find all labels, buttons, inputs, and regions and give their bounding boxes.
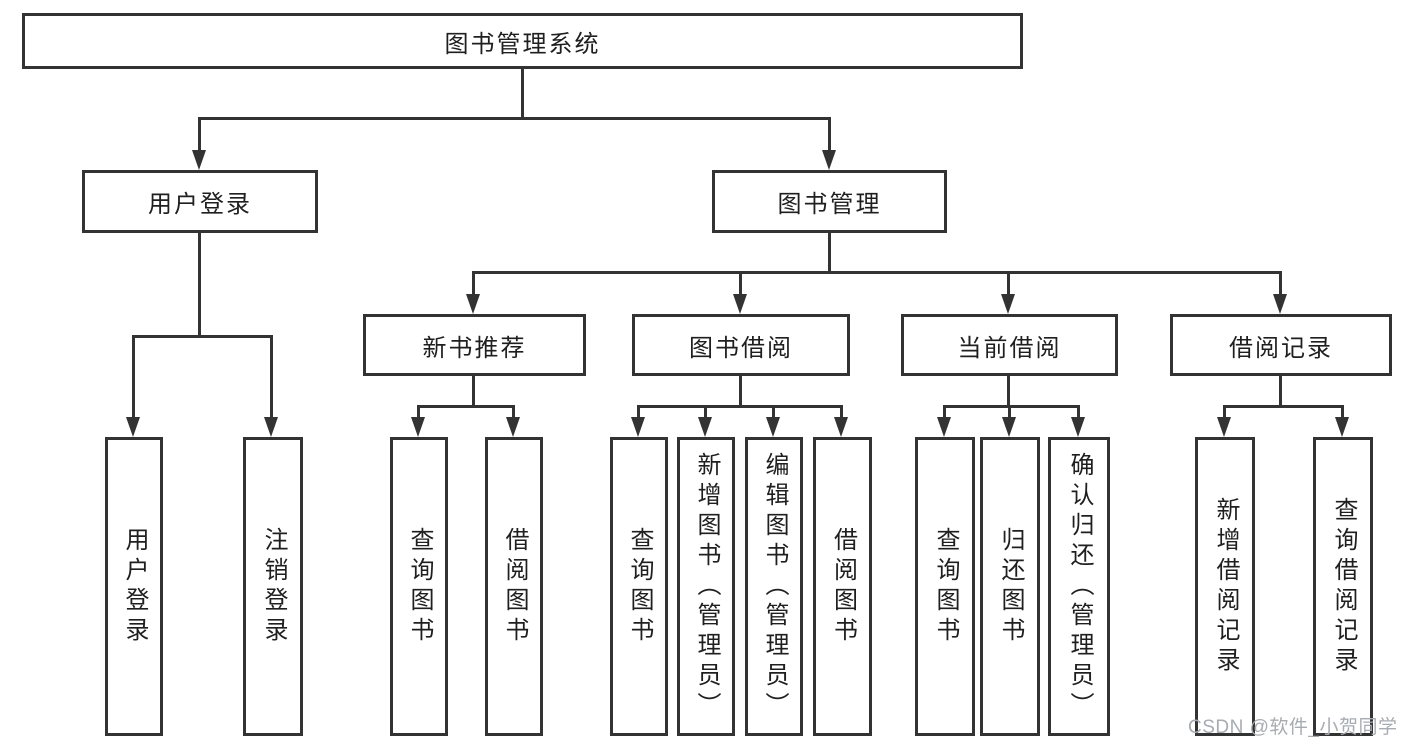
node-book-borrow-label: 图书借阅 xyxy=(689,334,793,362)
connector-line-v xyxy=(739,376,742,407)
node-new-book-recommend-label: 新书推荐 xyxy=(422,334,527,362)
leaf-borrow-books-borrow-label: 借阅图书 xyxy=(829,526,857,647)
arrowhead-down-icon xyxy=(411,417,425,437)
arrowhead-down-icon xyxy=(822,150,836,170)
arrowhead-down-icon xyxy=(1335,417,1349,437)
connector-line-v xyxy=(1341,405,1344,419)
leaf-user-login-label: 用户登录 xyxy=(121,526,148,647)
connector-line-v xyxy=(1007,271,1010,296)
connector-line-h xyxy=(132,335,273,338)
arrowhead-down-icon xyxy=(1002,417,1016,437)
node-borrow-record: 借阅记录 xyxy=(1170,314,1392,376)
node-library-system: 图书管理系统 xyxy=(22,13,1023,69)
leaf-add-book-admin-label: 新增图书（管理员） xyxy=(693,451,720,722)
arrowhead-down-icon xyxy=(766,417,780,437)
connector-line-v xyxy=(943,405,946,419)
connector-line-v xyxy=(198,117,201,152)
connector-line-v xyxy=(472,271,475,296)
node-user-login: 用户登录 xyxy=(82,170,318,233)
connector-line-v xyxy=(840,405,843,419)
arrowhead-down-icon xyxy=(466,294,480,314)
arrowhead-down-icon xyxy=(1001,294,1015,314)
connector-line-v xyxy=(637,405,640,419)
arrowhead-down-icon xyxy=(192,150,206,170)
arrowhead-down-icon xyxy=(937,417,951,437)
leaf-logout: 注销登录 xyxy=(243,437,303,736)
node-new-book-recommend: 新书推荐 xyxy=(363,314,586,376)
leaf-query-books-current-label: 查询图书 xyxy=(932,526,959,647)
connector-line-v xyxy=(772,405,775,419)
connector-line-h xyxy=(1223,405,1343,408)
connector-line-h xyxy=(198,117,831,120)
node-book-management-label: 图书管理 xyxy=(777,191,882,218)
leaf-query-books-recommend-label: 查询图书 xyxy=(406,526,433,647)
node-book-borrow: 图书借阅 xyxy=(632,314,850,376)
connector-line-v xyxy=(198,233,201,337)
leaf-query-books-recommend: 查询图书 xyxy=(390,437,448,736)
leaf-add-book-admin: 新增图书（管理员） xyxy=(677,437,735,736)
leaf-user-login: 用户登录 xyxy=(105,437,163,736)
arrowhead-down-icon xyxy=(698,417,712,437)
arrowhead-down-icon xyxy=(126,417,140,437)
connector-line-v xyxy=(270,335,273,419)
leaf-add-borrow-record: 新增借阅记录 xyxy=(1195,437,1255,736)
leaf-confirm-return-admin-label: 确认归还（管理员） xyxy=(1066,451,1093,722)
leaf-query-books-current: 查询图书 xyxy=(915,437,975,736)
connector-line-v xyxy=(704,405,707,419)
leaf-borrow-books-recommend-label: 借阅图书 xyxy=(501,526,528,647)
node-book-management: 图书管理 xyxy=(712,170,947,233)
csdn-watermark: CSDN @软件_小贺同学 xyxy=(1188,717,1398,738)
connector-line-h xyxy=(637,405,843,408)
arrowhead-down-icon xyxy=(1071,417,1085,437)
arrowhead-down-icon xyxy=(506,417,520,437)
leaf-query-borrow-record-label: 查询借阅记录 xyxy=(1330,496,1357,677)
connector-line-v xyxy=(132,335,135,419)
leaf-borrow-books-recommend: 借阅图书 xyxy=(485,437,543,736)
connector-line-v xyxy=(1077,405,1080,419)
node-current-borrow-label: 当前借阅 xyxy=(957,334,1062,362)
leaf-edit-book-admin-label: 编辑图书（管理员） xyxy=(761,451,788,722)
connector-line-h xyxy=(943,405,1080,408)
arrowhead-down-icon xyxy=(834,417,848,437)
connector-line-v xyxy=(828,117,831,152)
leaf-return-book-label: 归还图书 xyxy=(997,526,1024,647)
connector-line-v xyxy=(472,376,475,407)
arrowhead-down-icon xyxy=(1217,417,1231,437)
leaf-query-borrow-record: 查询借阅记录 xyxy=(1313,437,1373,736)
node-library-system-label: 图书管理系统 xyxy=(444,30,601,58)
connector-line-v xyxy=(739,271,742,296)
connector-line-v xyxy=(1223,405,1226,419)
connector-line-v xyxy=(521,69,524,119)
node-user-login-label: 用户登录 xyxy=(148,191,252,218)
leaf-confirm-return-admin: 确认归还（管理员） xyxy=(1048,437,1110,736)
node-borrow-record-label: 借阅记录 xyxy=(1229,334,1333,362)
arrowhead-down-icon xyxy=(733,294,747,314)
leaf-return-book: 归还图书 xyxy=(980,437,1040,736)
arrowhead-down-icon xyxy=(631,417,645,437)
connector-line-v xyxy=(512,405,515,419)
leaf-logout-label: 注销登录 xyxy=(260,526,287,647)
leaf-add-borrow-record-label: 新增借阅记录 xyxy=(1212,496,1239,677)
leaf-query-books-borrow-label: 查询图书 xyxy=(626,526,653,647)
connector-line-v xyxy=(1279,271,1282,296)
node-current-borrow: 当前借阅 xyxy=(901,314,1118,376)
arrowhead-down-icon xyxy=(264,417,278,437)
connector-line-v xyxy=(1007,376,1010,407)
arrowhead-down-icon xyxy=(1273,294,1287,314)
connector-line-h xyxy=(417,405,515,408)
connector-line-h xyxy=(472,271,1282,274)
leaf-edit-book-admin: 编辑图书（管理员） xyxy=(745,437,803,736)
connector-line-v xyxy=(1279,376,1282,407)
connector-line-v xyxy=(828,233,831,274)
connector-line-v xyxy=(1008,405,1011,419)
leaf-borrow-books-borrow: 借阅图书 xyxy=(813,437,872,736)
connector-line-v xyxy=(417,405,420,419)
leaf-query-books-borrow: 查询图书 xyxy=(610,437,668,736)
